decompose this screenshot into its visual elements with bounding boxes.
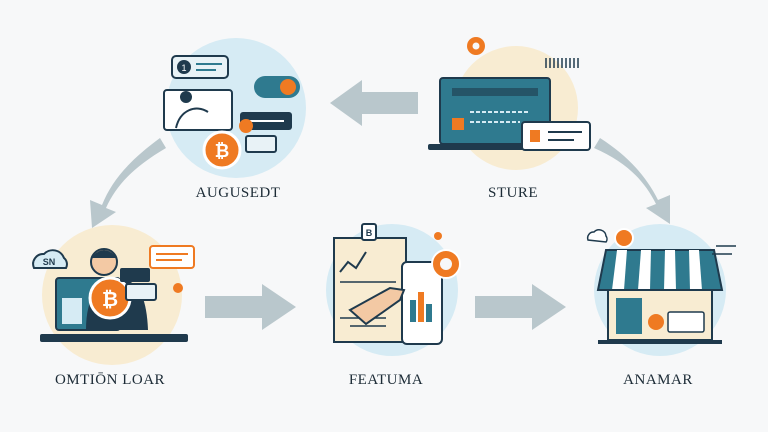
target-icon xyxy=(434,232,442,240)
number-badge-text: 1 xyxy=(181,63,186,73)
screen-panel xyxy=(163,89,233,131)
arrow-option-to-feature xyxy=(205,284,296,330)
hand-icon xyxy=(348,286,406,326)
node-sture-illustration xyxy=(428,37,591,170)
step-label-augusedt: AUGUSEDT xyxy=(195,185,281,201)
number-badge-icon xyxy=(177,60,191,74)
step-label-sture: STURE xyxy=(487,185,538,201)
message-box-icon xyxy=(149,245,195,269)
node-featuma-illustration: B xyxy=(326,223,461,356)
node-anamar-illustration xyxy=(586,224,736,356)
card-icon xyxy=(521,121,591,151)
arrow-store-to-anamar xyxy=(594,138,670,224)
bitcoin-coin-icon xyxy=(202,130,242,170)
small-coin-icon xyxy=(239,119,253,133)
arrow-feature-to-anamar xyxy=(475,284,566,330)
notification-badge-icon xyxy=(614,228,634,248)
step-label-omtion-loar: OMTIŌN LOAR xyxy=(54,372,166,388)
node-omtion-illustration: SN ₿ xyxy=(32,225,195,365)
step-label-featuma: FEATUMA xyxy=(348,372,424,388)
node-augusedt-illustration: 1 ₿ xyxy=(163,38,306,178)
svg-text:₿: ₿ xyxy=(215,141,230,162)
doc-badge-icon xyxy=(361,223,377,241)
arrow-august-to-option xyxy=(90,138,166,228)
svg-text:B: B xyxy=(366,228,373,238)
cloud-icon-2 xyxy=(586,229,608,243)
small-gear-icon xyxy=(173,283,183,293)
step-label-anamar: ANAMAR xyxy=(623,372,693,388)
svg-text:₿: ₿ xyxy=(102,287,118,311)
cloud-icon xyxy=(32,249,68,269)
arrow-store-to-august xyxy=(330,80,418,126)
flow-arrows xyxy=(90,80,670,330)
svg-text:SN: SN xyxy=(43,257,56,267)
